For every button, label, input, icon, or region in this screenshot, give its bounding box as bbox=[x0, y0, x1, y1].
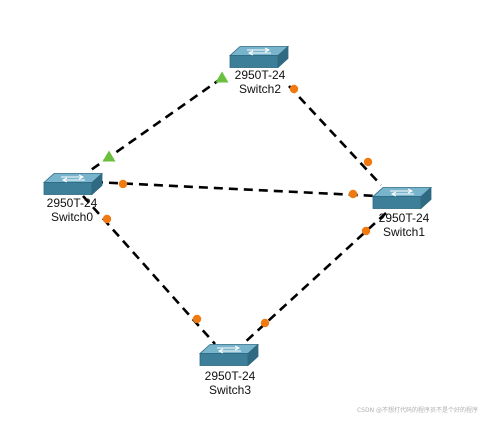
switch0-name: Switch0 bbox=[50, 210, 94, 224]
switch3-icon-front bbox=[199, 353, 249, 366]
link-switch1-switch3 bbox=[242, 212, 387, 345]
port-blocking-indicator-switch1-switch2-switch1 bbox=[363, 157, 373, 167]
port-blocking-indicator-switch0-switch0-switch3 bbox=[102, 214, 112, 224]
switch2-icon-side bbox=[277, 45, 289, 69]
switch3-label: 2950T-24 Switch3 bbox=[190, 369, 270, 397]
switch3-icon-side bbox=[247, 343, 259, 367]
switch1-label: 2950T-24 Switch1 bbox=[364, 211, 444, 239]
switch3-model: 2950T-24 bbox=[204, 369, 256, 383]
switch2-label: 2950T-24 Switch2 bbox=[222, 68, 298, 96]
switch2-name: Switch2 bbox=[238, 82, 282, 96]
switch1-model: 2950T-24 bbox=[378, 211, 430, 225]
switches-layer bbox=[42, 45, 433, 367]
port-up-indicator-switch0-switch2-switch0 bbox=[102, 150, 116, 162]
switch2-icon[interactable] bbox=[228, 45, 290, 69]
switch0-icon-arrows bbox=[61, 174, 85, 183]
switch1-icon-side bbox=[420, 186, 432, 210]
switch0-icon-front bbox=[43, 182, 93, 195]
switch1-name: Switch1 bbox=[382, 225, 426, 239]
switch0-icon[interactable] bbox=[42, 172, 104, 196]
port-blocking-indicator-switch3-switch1-switch3 bbox=[260, 318, 270, 328]
switch1-icon-front bbox=[372, 196, 422, 209]
port-up-indicator-switch2-switch2-switch0 bbox=[215, 71, 229, 83]
switch3-icon[interactable] bbox=[198, 343, 260, 367]
switch2-model: 2950T-24 bbox=[234, 68, 286, 82]
links-layer bbox=[82, 76, 387, 345]
switch0-icon-side bbox=[91, 172, 103, 196]
switch3-name: Switch3 bbox=[208, 383, 252, 397]
port-indicators-layer bbox=[102, 71, 373, 328]
port-blocking-indicator-switch2-switch2-switch1 bbox=[289, 84, 299, 94]
watermark: CSDN @不想打代码的程序员不是个好的程序 bbox=[356, 407, 478, 414]
switch2-icon-arrows bbox=[247, 47, 271, 56]
switch0-label: 2950T-24 Switch0 bbox=[34, 196, 110, 224]
link-switch0-switch1 bbox=[93, 180, 378, 198]
port-blocking-indicator-switch1-switch0-switch1 bbox=[348, 189, 358, 199]
port-blocking-indicator-switch1-switch1-switch3 bbox=[361, 226, 371, 236]
switch1-icon[interactable] bbox=[371, 186, 433, 210]
port-blocking-indicator-switch0-switch0-switch1 bbox=[118, 179, 128, 189]
switch3-icon-arrows bbox=[217, 345, 241, 354]
switch0-model: 2950T-24 bbox=[46, 196, 98, 210]
link-switch2-switch1 bbox=[288, 85, 382, 186]
port-blocking-indicator-switch3-switch0-switch3 bbox=[192, 314, 202, 324]
switch2-icon-front bbox=[229, 55, 279, 68]
switch1-icon-arrows bbox=[390, 188, 414, 197]
